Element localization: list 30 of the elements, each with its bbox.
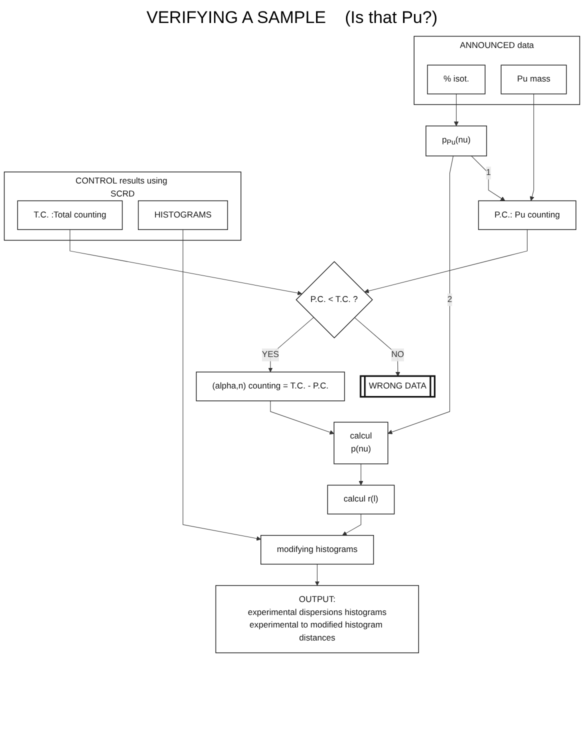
edge-label: 1 — [486, 168, 491, 178]
arrow — [182, 229, 262, 541]
node-box: OUTPUT: experimental dispersions histograms experimental to modified histogram distances — [215, 585, 419, 654]
node-box: T.C. :Total counting — [17, 200, 123, 230]
arrow — [314, 564, 320, 586]
node-box: p$_{Pu}$(nu) — [426, 126, 487, 156]
edge-label: YES — [262, 350, 279, 360]
arrow — [471, 156, 506, 201]
node-box: calcul p(nu) — [334, 422, 388, 464]
node-box: HISTOGRAMS — [138, 200, 228, 230]
arrow — [270, 400, 334, 434]
node-box: modifying histograms — [260, 535, 374, 565]
node-box: % isot. — [427, 64, 486, 94]
arrow — [364, 229, 528, 294]
node-box: P.C.: Pu counting — [478, 200, 576, 230]
edge-label: NO — [391, 350, 404, 360]
arrow — [530, 94, 534, 201]
node-box: (alpha,n) counting = T.C. - P.C. — [196, 372, 345, 402]
node-diamond: P.C. < T.C. ? — [296, 261, 373, 338]
arrow — [454, 94, 459, 126]
diagram-title: VERIFYING A SAMPLE (Is that Pu?) — [146, 7, 438, 29]
edge-label: 2 — [447, 294, 452, 304]
arrow — [268, 317, 314, 372]
node-box: Pu mass — [500, 64, 567, 94]
node-box: calcul r(l) — [327, 484, 395, 514]
arrow — [358, 464, 364, 486]
arrow — [342, 514, 362, 536]
arrow — [354, 317, 400, 376]
arrow — [70, 229, 302, 296]
arrow — [388, 156, 454, 434]
